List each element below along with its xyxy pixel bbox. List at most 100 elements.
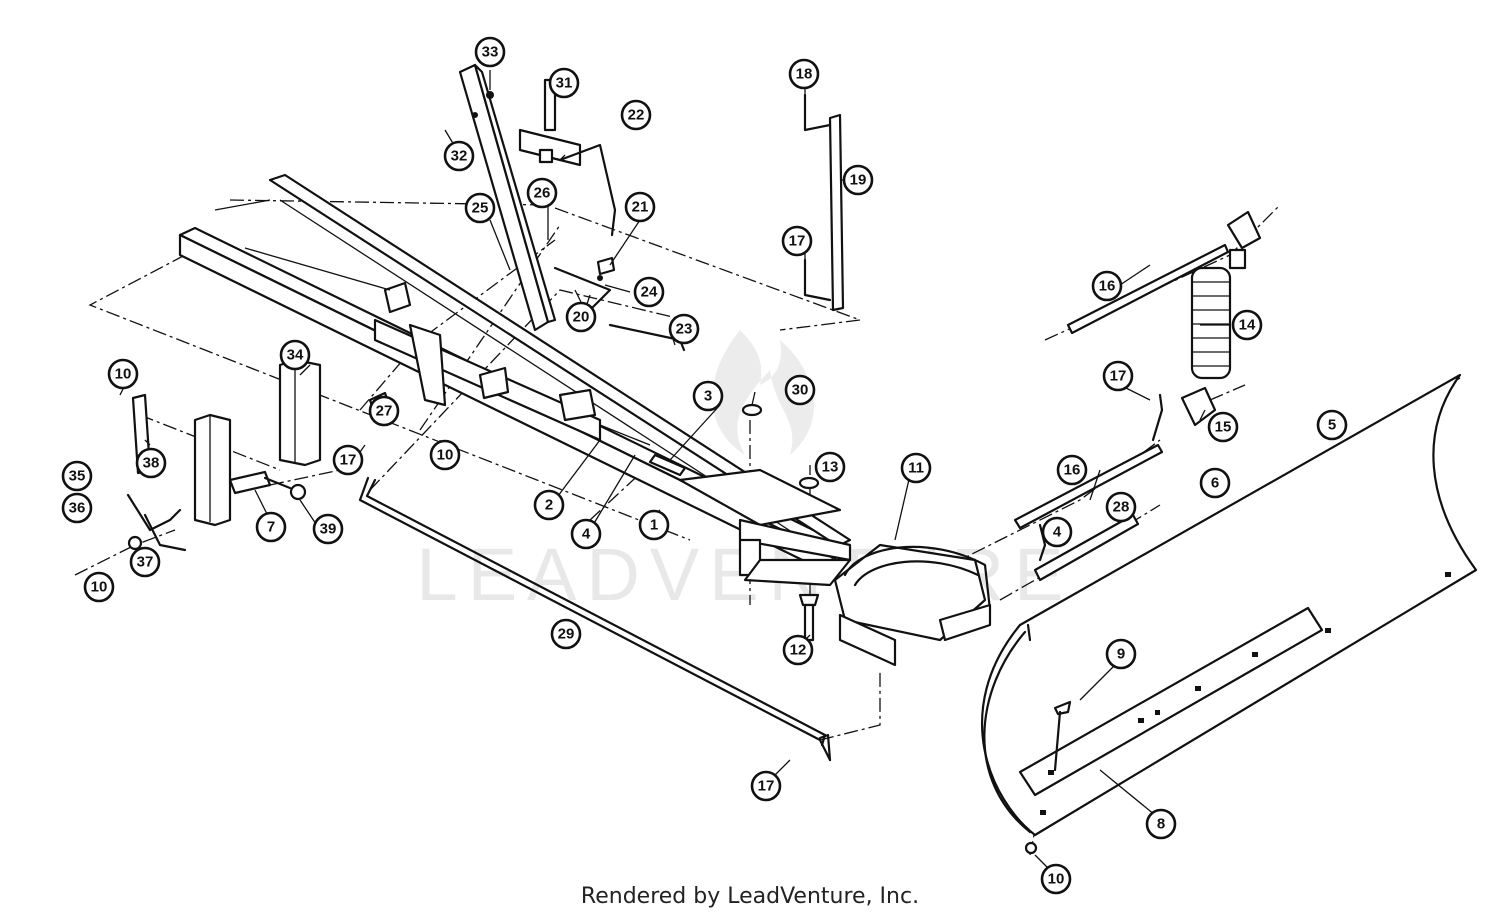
callout-9: 9 xyxy=(1105,638,1137,670)
callout-8: 8 xyxy=(1145,808,1177,840)
callout-4: 4 xyxy=(1041,516,1073,548)
a-frame xyxy=(178,173,852,587)
push-bar xyxy=(358,476,832,762)
callout-21: 21 xyxy=(624,191,656,223)
callout-26: 26 xyxy=(526,177,558,209)
callout-39: 39 xyxy=(312,513,344,545)
lift-bracket xyxy=(518,78,617,237)
svg-text:9: 9 xyxy=(1117,646,1125,663)
callout-29: 29 xyxy=(550,618,582,650)
svg-text:25: 25 xyxy=(472,200,489,217)
svg-text:17: 17 xyxy=(758,778,775,795)
callout-18: 18 xyxy=(788,58,820,90)
svg-text:29: 29 xyxy=(558,626,575,643)
svg-text:12: 12 xyxy=(790,642,807,659)
callout-20: 20 xyxy=(565,301,597,333)
callout-25: 25 xyxy=(464,192,496,224)
callout-18: 18 xyxy=(437,447,454,464)
svg-text:10: 10 xyxy=(1048,871,1065,888)
callout-10: 10 xyxy=(83,571,115,603)
svg-text:22: 22 xyxy=(628,107,645,124)
svg-text:37: 37 xyxy=(137,554,154,571)
callout-1: 1 xyxy=(638,509,670,541)
svg-text:33: 33 xyxy=(482,44,499,61)
callout-34: 34 xyxy=(279,339,311,371)
callout-27: 27 xyxy=(368,395,400,427)
callouts: 1 2 3 4 4 5 6 7 8 9 10 10 10 10 11 12 13… xyxy=(61,36,1348,895)
callout-10: 10 xyxy=(1040,863,1072,895)
callout-38: 38 xyxy=(135,447,167,479)
callout-15: 15 xyxy=(1207,411,1239,443)
callout-24: 24 xyxy=(633,276,665,308)
svg-text:7: 7 xyxy=(267,519,275,536)
svg-text:18: 18 xyxy=(796,66,813,83)
svg-text:4: 4 xyxy=(582,526,591,543)
callout-17: 17 xyxy=(332,444,364,476)
svg-text:10: 10 xyxy=(115,366,132,383)
svg-text:16: 16 xyxy=(1064,462,1081,479)
svg-text:1: 1 xyxy=(650,517,658,534)
callout-6: 6 xyxy=(1199,467,1231,499)
svg-text:3: 3 xyxy=(704,388,712,405)
svg-text:32: 32 xyxy=(451,148,468,165)
svg-text:15: 15 xyxy=(1215,419,1232,436)
callout-12: 12 xyxy=(782,634,814,666)
callout-28: 28 xyxy=(1105,491,1137,523)
svg-text:17: 17 xyxy=(340,452,357,469)
svg-text:28: 28 xyxy=(1113,499,1130,516)
callout-10: 10 xyxy=(107,358,139,390)
callout-17: 17 xyxy=(781,225,813,257)
svg-text:31: 31 xyxy=(556,75,573,92)
svg-text:27: 27 xyxy=(376,403,393,420)
callout-35: 35 xyxy=(61,460,93,492)
footer-credit: Rendered by LeadVenture, Inc. xyxy=(580,884,920,909)
svg-text:17: 17 xyxy=(789,233,806,250)
svg-text:13: 13 xyxy=(822,459,839,476)
svg-text:38: 38 xyxy=(143,455,160,472)
svg-text:19: 19 xyxy=(850,172,867,189)
svg-text:6: 6 xyxy=(1211,475,1219,492)
lift-arm xyxy=(458,63,557,332)
svg-text:39: 39 xyxy=(320,521,337,538)
callout-22: 22 xyxy=(620,99,652,131)
svg-text:20: 20 xyxy=(573,309,590,326)
svg-text:10: 10 xyxy=(437,447,454,464)
svg-text:2: 2 xyxy=(545,497,553,514)
callout-32: 32 xyxy=(443,140,475,172)
svg-text:36: 36 xyxy=(69,500,86,517)
push-frame xyxy=(833,543,992,667)
svg-text:5: 5 xyxy=(1328,417,1336,434)
spring-assembly xyxy=(1013,210,1262,582)
callout-10: 10 xyxy=(429,439,461,471)
svg-text:17: 17 xyxy=(1110,368,1127,385)
callout-11: 11 xyxy=(900,452,932,484)
svg-text:11: 11 xyxy=(908,460,924,477)
callout-30: 30 xyxy=(784,374,816,406)
callout-14: 14 xyxy=(1231,309,1263,341)
rod-19 xyxy=(803,93,845,312)
callout-37: 37 xyxy=(129,546,161,578)
callout-16: 16 xyxy=(1091,270,1123,302)
callout-16: 16 xyxy=(1056,454,1088,486)
svg-text:16: 16 xyxy=(1099,278,1116,295)
plow-blade xyxy=(981,373,1478,855)
callout-13: 13 xyxy=(814,451,846,483)
svg-text:30: 30 xyxy=(792,382,809,399)
callout-17: 17 xyxy=(750,770,782,802)
callout-23: 23 xyxy=(668,313,700,345)
callout-7: 7 xyxy=(255,511,287,543)
callout-19: 19 xyxy=(842,164,874,196)
svg-text:24: 24 xyxy=(641,284,658,301)
callout-33: 33 xyxy=(474,36,506,68)
callout-3: 3 xyxy=(692,380,724,412)
callout-17: 17 xyxy=(1102,360,1134,392)
svg-text:23: 23 xyxy=(676,321,693,338)
callout-31: 31 xyxy=(548,67,580,99)
svg-text:4: 4 xyxy=(1053,524,1062,541)
svg-text:14: 14 xyxy=(1239,317,1256,334)
svg-text:21: 21 xyxy=(632,199,649,216)
mount-brackets xyxy=(126,358,322,552)
svg-text:10: 10 xyxy=(91,579,108,596)
callout-4: 4 xyxy=(570,518,602,550)
